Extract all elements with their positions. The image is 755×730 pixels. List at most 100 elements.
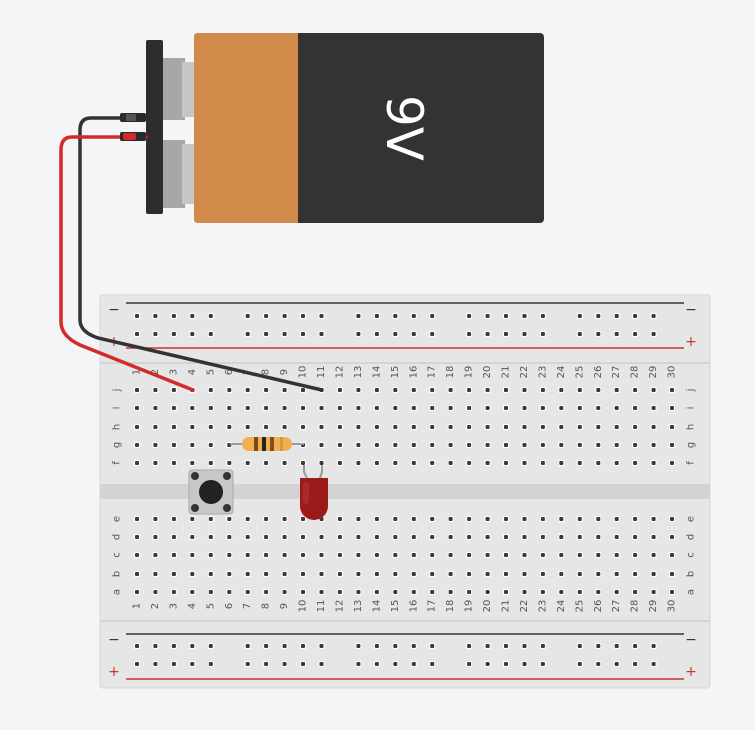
rail-hole-socket bbox=[374, 662, 379, 666]
terminal-hole-socket bbox=[411, 388, 416, 392]
row-label-right: a bbox=[686, 589, 697, 595]
terminal-hole-socket bbox=[540, 553, 545, 557]
terminal-hole-socket bbox=[596, 535, 601, 539]
column-label-bottom: 12 bbox=[334, 600, 345, 613]
terminal-hole-socket bbox=[614, 406, 619, 410]
terminal-hole-socket bbox=[171, 388, 176, 392]
terminal-hole-socket bbox=[430, 590, 435, 594]
rail-hole-socket bbox=[485, 332, 490, 336]
rail-hole-socket bbox=[153, 662, 158, 666]
terminal-hole-socket bbox=[430, 572, 435, 576]
terminal-hole-socket bbox=[135, 535, 139, 539]
column-label-bottom: 13 bbox=[353, 600, 364, 613]
terminal-hole-socket bbox=[190, 535, 195, 539]
rail-hole-socket bbox=[171, 644, 176, 648]
terminal-hole-socket bbox=[356, 425, 361, 429]
terminal-hole-socket bbox=[153, 535, 158, 539]
terminal-hole-socket bbox=[264, 388, 269, 392]
terminal-hole-socket bbox=[227, 553, 232, 557]
pushbutton-icon[interactable] bbox=[188, 469, 234, 515]
terminal-hole-socket bbox=[153, 425, 158, 429]
column-label-top: 30 bbox=[667, 366, 678, 379]
column-label-top: 14 bbox=[371, 366, 382, 379]
terminal-hole-socket bbox=[171, 572, 176, 576]
column-label-bottom: 2 bbox=[150, 603, 161, 609]
terminal-hole-socket bbox=[227, 572, 232, 576]
led-icon[interactable] bbox=[300, 465, 328, 520]
terminal-hole-socket bbox=[319, 406, 324, 410]
red-wire[interactable] bbox=[59, 135, 195, 392]
resistor-icon[interactable] bbox=[230, 437, 304, 451]
terminal-hole-socket bbox=[319, 443, 324, 447]
terminal-hole-socket bbox=[485, 590, 490, 594]
terminal-hole-socket bbox=[467, 535, 472, 539]
breadboard[interactable]: 1122334455667788991010111112121313141415… bbox=[99, 294, 711, 689]
terminal-hole-socket bbox=[393, 461, 398, 465]
rail-hole-socket bbox=[171, 332, 176, 336]
rail-hole-socket bbox=[430, 332, 435, 336]
terminal-hole-socket bbox=[670, 443, 674, 447]
rail-hole-socket bbox=[245, 662, 250, 666]
terminal-hole-socket bbox=[522, 443, 527, 447]
rail-hole-socket bbox=[633, 644, 638, 648]
terminal-hole-socket bbox=[337, 425, 342, 429]
rail-hole-socket bbox=[522, 332, 527, 336]
terminal-hole-socket bbox=[245, 388, 250, 392]
terminal-hole-socket bbox=[153, 388, 158, 392]
terminal-hole-socket bbox=[485, 517, 490, 521]
terminal-hole-socket bbox=[208, 388, 213, 392]
rail-hole-socket bbox=[596, 332, 601, 336]
terminal-hole-socket bbox=[319, 425, 324, 429]
rail-hole-socket bbox=[633, 332, 638, 336]
terminal-hole-socket bbox=[393, 535, 398, 539]
rail-hole-socket bbox=[319, 314, 324, 318]
terminal-hole-socket bbox=[651, 388, 656, 392]
terminal-hole-socket bbox=[393, 425, 398, 429]
battery-9v[interactable]: 9V bbox=[146, 33, 544, 223]
terminal-hole-socket bbox=[356, 406, 361, 410]
terminal-hole-socket bbox=[651, 572, 656, 576]
terminal-hole-socket bbox=[153, 553, 158, 557]
column-label-bottom: 14 bbox=[371, 600, 382, 613]
rail-hole-socket bbox=[485, 314, 490, 318]
terminal-hole-socket bbox=[485, 572, 490, 576]
row-label-left: i bbox=[112, 407, 123, 410]
rail-hole-socket bbox=[430, 662, 435, 666]
column-label-bottom: 24 bbox=[556, 600, 567, 613]
terminal-hole-socket bbox=[208, 572, 213, 576]
terminal-hole-socket bbox=[171, 590, 176, 594]
rail-hole-socket bbox=[393, 644, 398, 648]
column-label-bottom: 19 bbox=[464, 600, 475, 613]
terminal-hole-socket bbox=[430, 388, 435, 392]
terminal-hole-socket bbox=[393, 572, 398, 576]
terminal-hole-socket bbox=[153, 443, 158, 447]
rail-positive-label: + bbox=[108, 664, 120, 680]
terminal-hole-socket bbox=[540, 572, 545, 576]
terminal-hole-socket bbox=[301, 388, 305, 392]
terminal-hole-socket bbox=[319, 535, 324, 539]
terminal-hole-socket bbox=[559, 406, 564, 410]
terminal-hole-socket bbox=[467, 425, 472, 429]
column-label-top: 21 bbox=[501, 366, 512, 379]
column-label-top: 18 bbox=[445, 366, 456, 379]
terminal-hole-socket bbox=[374, 572, 379, 576]
terminal-hole-socket bbox=[670, 517, 674, 521]
terminal-hole-socket bbox=[596, 388, 601, 392]
terminal-hole-socket bbox=[504, 461, 508, 465]
terminal-hole-socket bbox=[171, 406, 176, 410]
rail-hole-socket bbox=[264, 314, 269, 318]
column-label-bottom: 29 bbox=[648, 600, 659, 613]
terminal-hole-socket bbox=[504, 388, 508, 392]
rail-hole-socket bbox=[411, 332, 416, 336]
terminal-hole-socket bbox=[614, 461, 619, 465]
rail-negative-label: − bbox=[108, 632, 120, 648]
terminal-hole-socket bbox=[651, 590, 656, 594]
rail-hole-socket bbox=[264, 332, 269, 336]
rail-hole-socket bbox=[430, 314, 435, 318]
terminal-hole-socket bbox=[485, 535, 490, 539]
black-wire[interactable] bbox=[78, 116, 324, 392]
terminal-hole-socket bbox=[448, 535, 453, 539]
terminal-hole-socket bbox=[356, 388, 361, 392]
terminal-hole-socket bbox=[337, 461, 342, 465]
terminal-hole-socket bbox=[135, 590, 139, 594]
